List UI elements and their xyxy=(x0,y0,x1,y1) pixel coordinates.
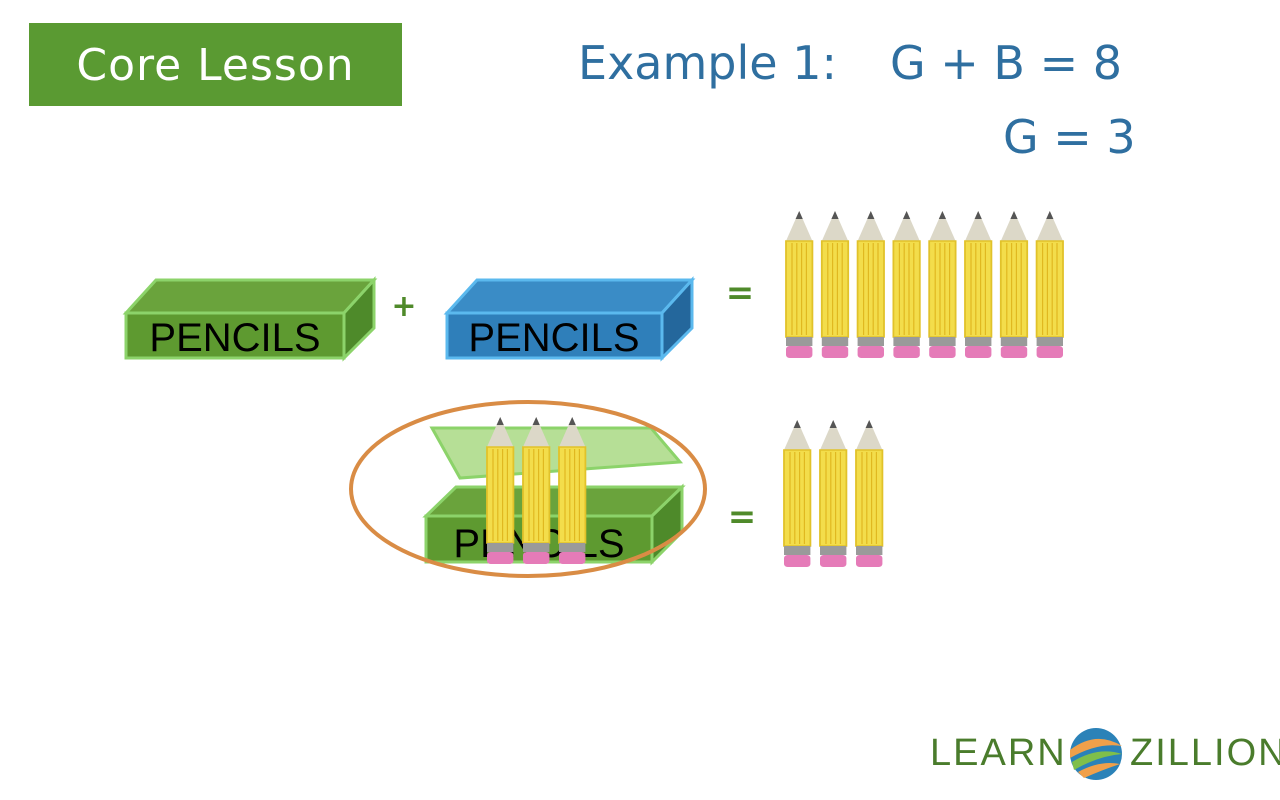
plus-sign: + xyxy=(391,289,416,324)
row1-pencils xyxy=(785,210,1064,359)
row2-pencils xyxy=(783,419,884,568)
blue-pencil-box: PENCILS xyxy=(443,276,696,362)
pencil-icon xyxy=(486,416,515,565)
equation-g-plus-b: G + B = 8 xyxy=(890,36,1123,90)
pencil-icon xyxy=(783,419,812,568)
equation-g-value: G = 3 xyxy=(1003,110,1136,164)
pencil-icon xyxy=(855,419,884,568)
example-title: Example 1: xyxy=(578,36,837,90)
core-lesson-badge xyxy=(29,23,402,106)
equals-sign-row2: = xyxy=(728,497,757,537)
pencil-icon xyxy=(1035,210,1064,359)
pencil-icon xyxy=(820,210,850,359)
pencil-icon xyxy=(819,419,848,568)
green-box-label: PENCILS xyxy=(149,316,320,360)
blue-box-label: PENCILS xyxy=(468,316,639,360)
highlight-circle xyxy=(349,400,707,578)
pencil-icon xyxy=(856,210,885,359)
equals-sign-row1: = xyxy=(726,273,755,313)
pencil-icon xyxy=(964,210,993,359)
pencil-icon xyxy=(892,210,921,359)
pencil-icon xyxy=(928,210,957,359)
core-lesson-label: Core Lesson xyxy=(76,40,355,91)
green-pencil-box: PENCILS xyxy=(122,276,378,362)
logo-text-zillion: ZILLION xyxy=(1130,732,1280,774)
pencils-in-box xyxy=(486,416,587,565)
logo-text-learn: LEARN xyxy=(930,732,1067,774)
logo-swirl-icon xyxy=(1070,728,1122,780)
pencil-icon xyxy=(999,210,1029,359)
open-pencil-box: PENCILS xyxy=(422,426,686,566)
pencil-icon xyxy=(558,416,587,565)
pencil-icon xyxy=(785,210,814,359)
pencil-icon xyxy=(522,416,551,565)
